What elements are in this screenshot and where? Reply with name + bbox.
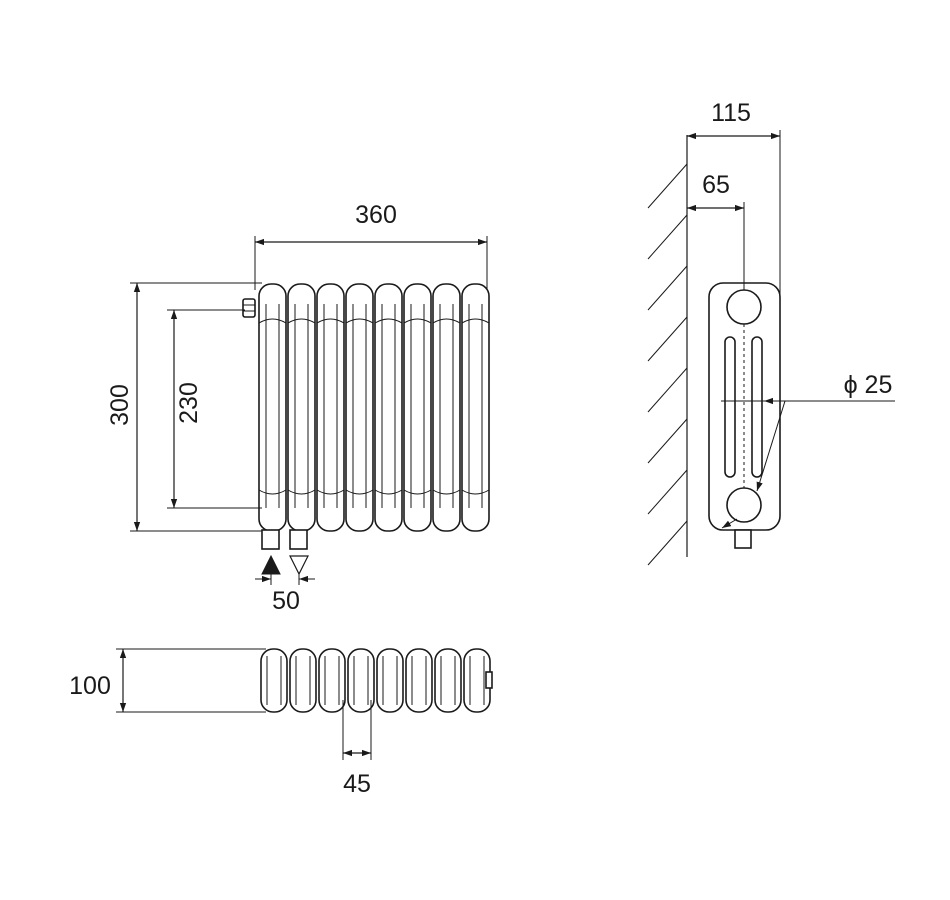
radiator-section-profile bbox=[708, 282, 781, 549]
dimension-115: 115 bbox=[687, 99, 781, 296]
radiator-column bbox=[432, 283, 461, 532]
overall-width-label: 360 bbox=[355, 201, 397, 229]
pipe-diameter-label: ϕ 25 bbox=[844, 371, 893, 399]
pipe-centres-label: 230 bbox=[175, 382, 203, 424]
dimension-100: 100 bbox=[69, 648, 266, 713]
front-view: 360 300 230 50 bbox=[106, 201, 490, 615]
connection-spacing-label: 50 bbox=[272, 587, 300, 615]
wall-to-centre-label: 65 bbox=[702, 171, 730, 199]
radiator-column bbox=[287, 283, 316, 532]
radiator-column bbox=[403, 283, 432, 532]
radiator-section-top bbox=[347, 648, 375, 713]
radiator-columns bbox=[258, 283, 490, 532]
top-view: 100 45 bbox=[69, 648, 493, 798]
radiator-section-top bbox=[405, 648, 433, 713]
radiator-sections-top bbox=[260, 648, 491, 713]
side-view: 115 65 ϕ 25 bbox=[647, 99, 895, 566]
dimension-phi-25: ϕ 25 bbox=[721, 371, 895, 529]
radiator-column bbox=[258, 283, 287, 532]
dimension-65: 65 bbox=[687, 171, 745, 290]
pipe-connections bbox=[261, 529, 308, 550]
dimension-300: 300 bbox=[106, 282, 262, 532]
radiator-column bbox=[316, 283, 345, 532]
radiator-section-top bbox=[376, 648, 404, 713]
wall-hatching bbox=[647, 163, 688, 566]
dimension-50: 50 bbox=[255, 574, 315, 615]
radiator-section-top bbox=[318, 648, 346, 713]
bleed-valve bbox=[242, 298, 256, 318]
dimension-45: 45 bbox=[342, 700, 372, 798]
outline-triangle-icon bbox=[289, 555, 309, 576]
dimension-230: 230 bbox=[167, 309, 262, 509]
dimension-360: 360 bbox=[254, 201, 488, 290]
depth-label: 100 bbox=[69, 672, 111, 700]
radiator-column bbox=[374, 283, 403, 532]
overall-depth-label: 115 bbox=[711, 99, 751, 127]
radiator-column bbox=[345, 283, 374, 532]
wall bbox=[647, 135, 688, 566]
radiator-section-top bbox=[260, 648, 288, 713]
filled-triangle-icon bbox=[261, 554, 281, 575]
radiator-section-top bbox=[289, 648, 317, 713]
section-pitch-label: 45 bbox=[343, 770, 371, 798]
radiator-column bbox=[461, 283, 490, 532]
radiator-section-top bbox=[434, 648, 462, 713]
radiator-section-top bbox=[463, 648, 491, 713]
overall-height-label: 300 bbox=[106, 384, 134, 426]
